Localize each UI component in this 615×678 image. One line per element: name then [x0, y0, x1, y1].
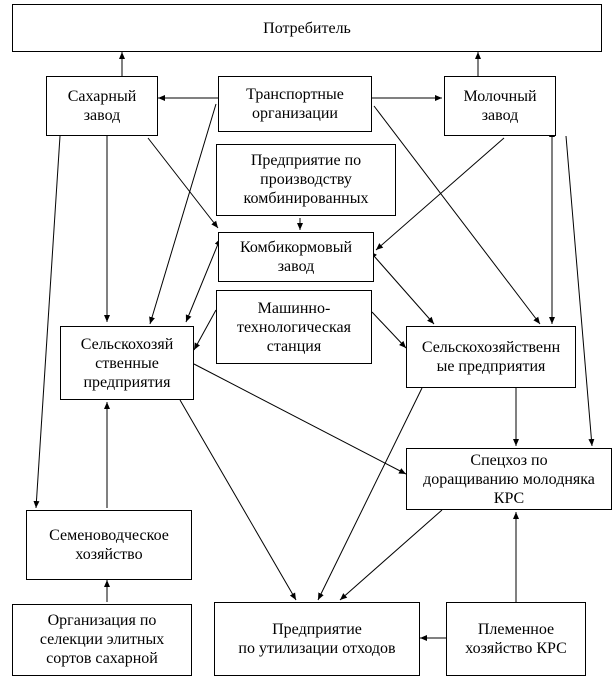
- edge-transport-agri-right: [373, 105, 541, 325]
- edge-dairy-feedmill: [375, 137, 505, 251]
- edge-sugar-seedfarm: [33, 135, 61, 509]
- node-selection-organization: Организация по селекции элитных сортов с…: [12, 604, 192, 676]
- edge-feedmill-agri-right: [370, 251, 435, 325]
- node-dairy-plant: Молочный завод: [444, 76, 556, 136]
- node-transport: Транспортные организации: [218, 76, 372, 132]
- node-machine-station: Машинно- технологическая станция: [216, 290, 372, 364]
- node-waste-plant: Предприятие по утилизации отходов: [214, 602, 420, 676]
- edge-sugar-feedmill: [147, 137, 219, 229]
- node-combined-production: Предприятие по производству комбинирован…: [216, 144, 396, 216]
- edge-agri-left-waste: [179, 399, 297, 601]
- edge-transport-agri-left: [149, 103, 217, 325]
- edge-dairy-specialfarm: [565, 135, 595, 447]
- node-seed-farm: Семеноводческое хозяйство: [26, 510, 192, 580]
- node-consumer: Потребитель: [12, 4, 602, 52]
- node-special-farm: Спецхоз по доращиванию молодняка КРС: [406, 448, 612, 510]
- node-feed-mill: Комбикормовый завод: [218, 232, 374, 282]
- node-agri-enterprises-left: Сельскохозяй ственные предприятия: [60, 326, 194, 400]
- edge-feedmill-agri-left: [185, 238, 221, 323]
- node-agri-enterprises-right: Сельскохозяйственн ые предприятия: [406, 326, 576, 388]
- edge-agri-right-waste: [317, 387, 423, 601]
- edge-machine-agri-left: [193, 309, 217, 351]
- node-breeding-farm: Племенное хозяйство КРС: [446, 602, 586, 676]
- node-sugar-plant: Сахарный завод: [46, 76, 158, 136]
- edge-agri-left-specialfarm: [193, 363, 407, 475]
- edge-machine-agri-right: [371, 311, 407, 349]
- edge-specialfarm-waste: [339, 509, 443, 601]
